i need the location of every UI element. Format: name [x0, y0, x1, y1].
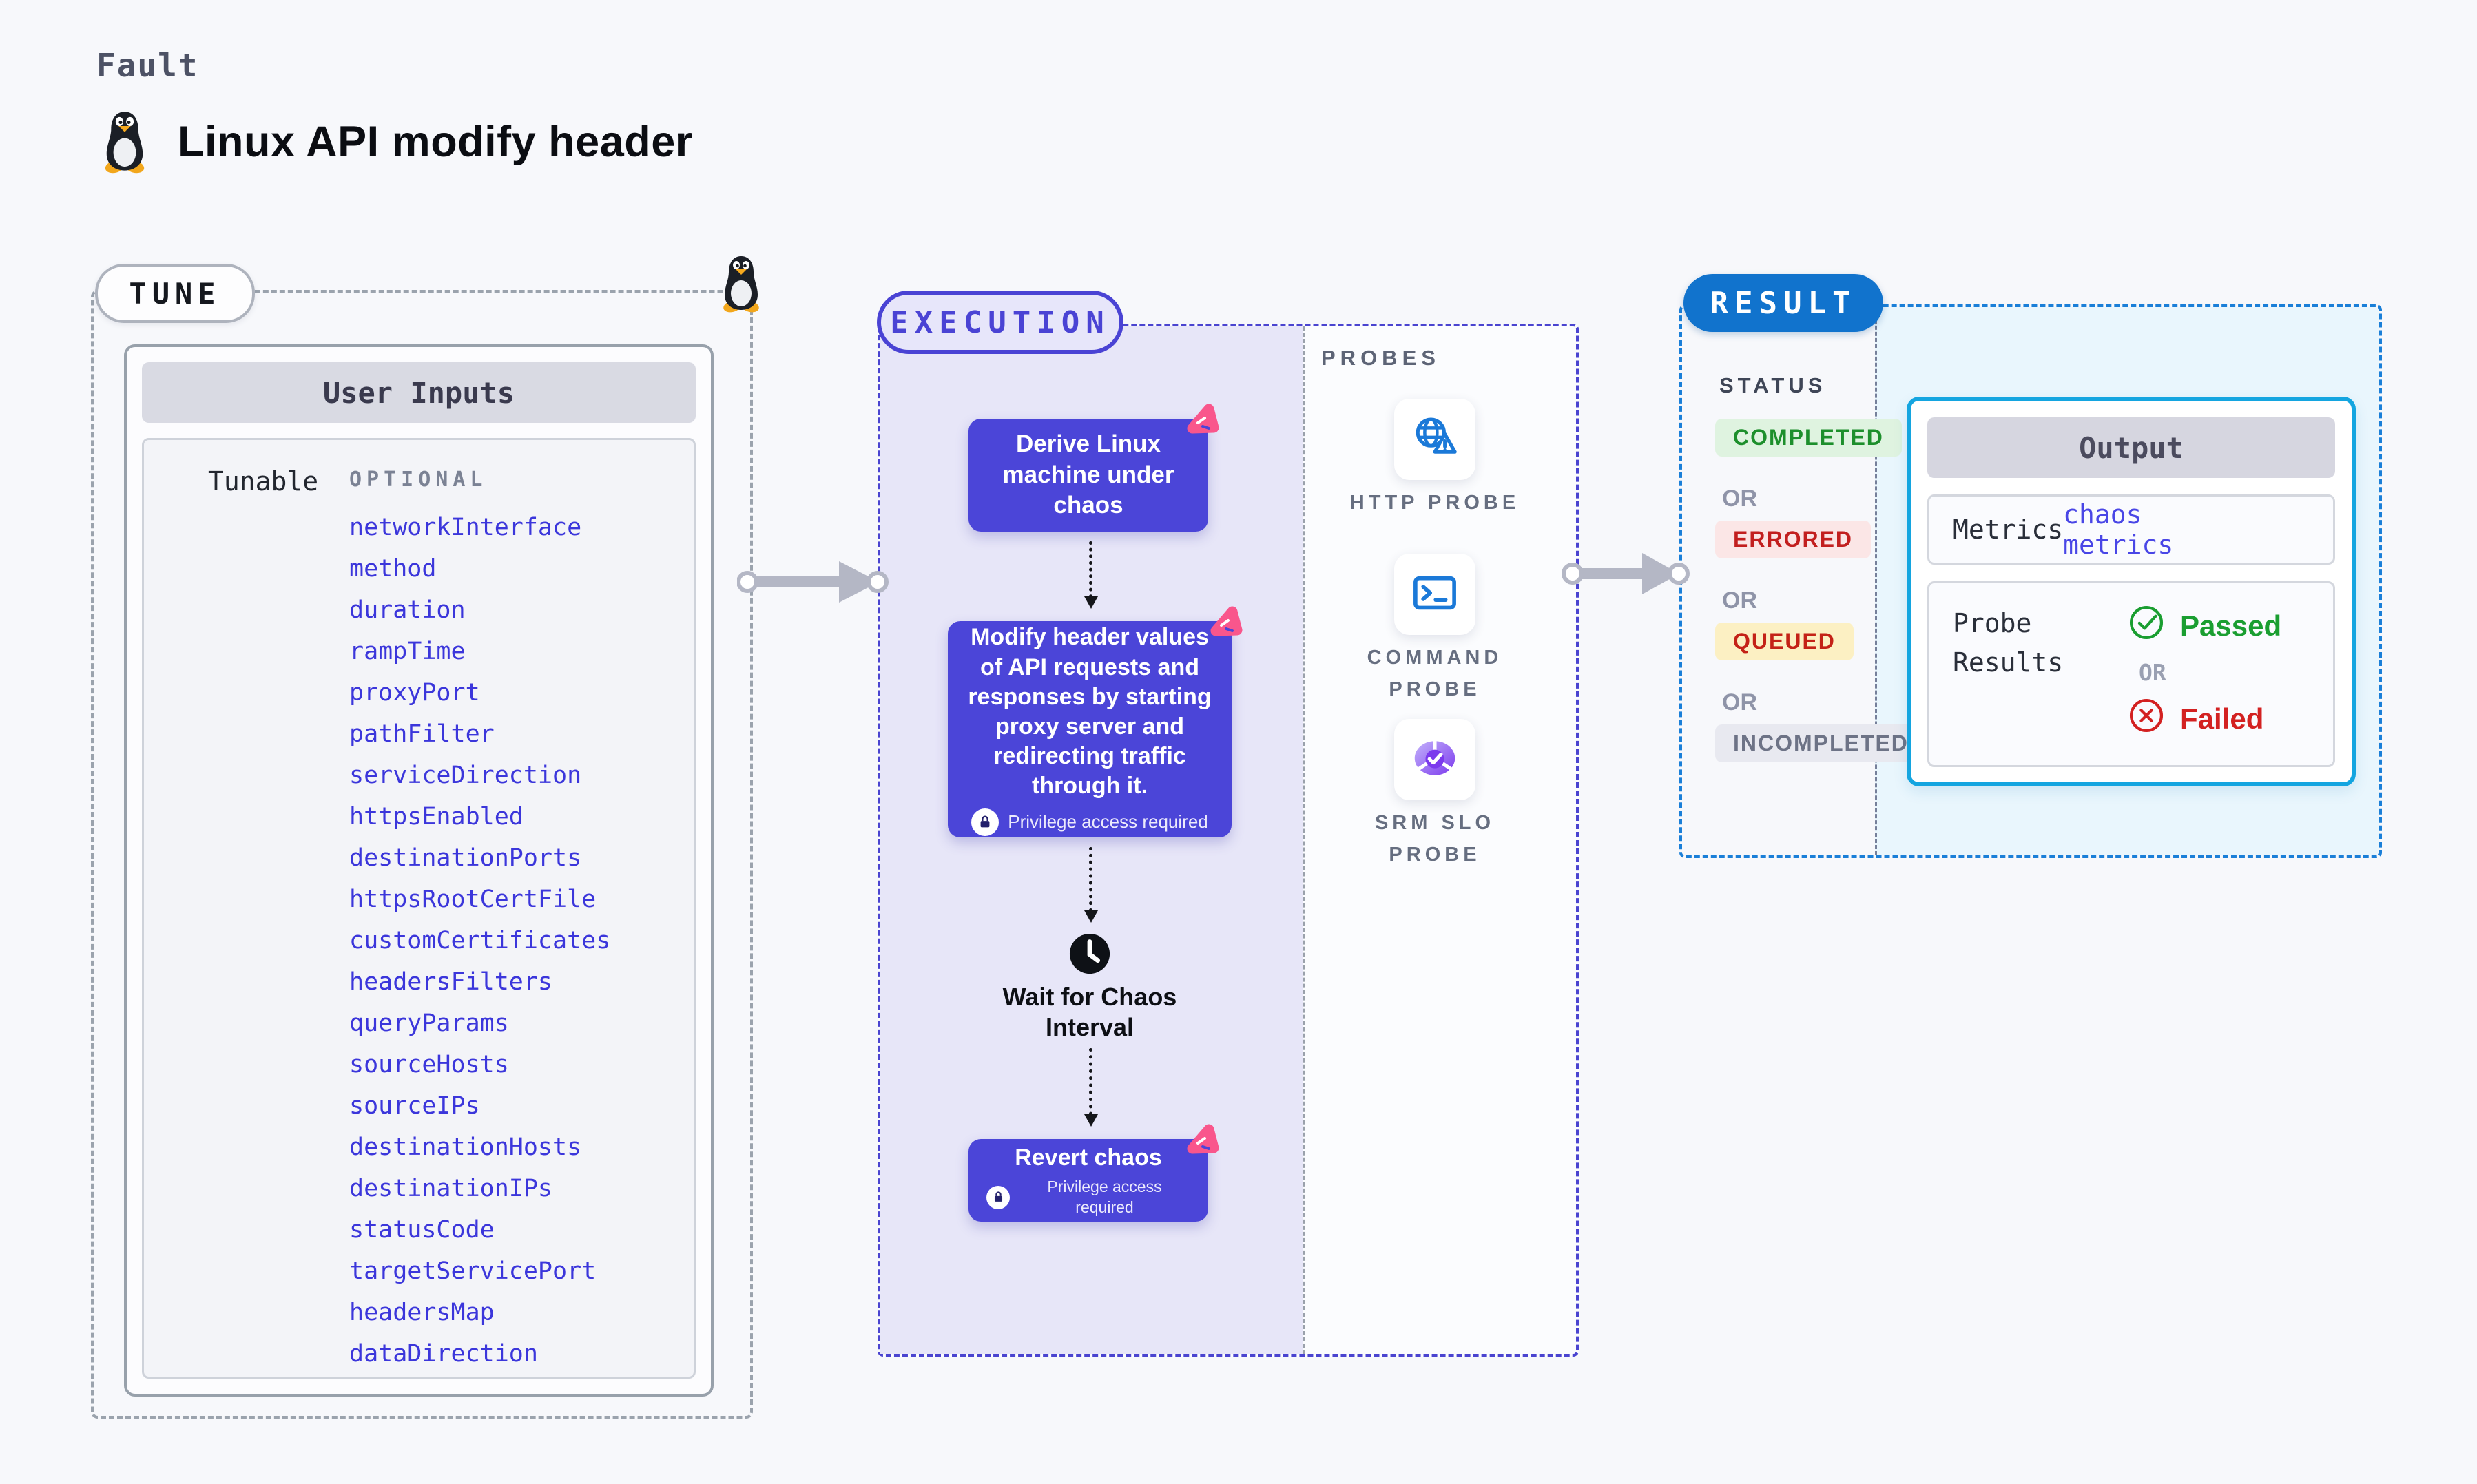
title-row: Linux API modify header	[101, 109, 693, 175]
step-derive-machine: Derive Linux machine under chaos	[968, 404, 1219, 532]
lock-icon	[971, 808, 999, 836]
result-section: STATUS COMPLETED OR ERRORED OR QUEUED OR…	[1679, 304, 2382, 858]
chaos-icon	[1204, 602, 1250, 646]
status-list: COMPLETED OR ERRORED OR QUEUED OR INCOMP…	[1715, 419, 1927, 762]
user-inputs-card: User Inputs Tunable OPTIONAL networkInte…	[124, 344, 714, 1397]
tunable-param: networkInterface	[349, 514, 582, 541]
tunable-param: dataDirection	[349, 1340, 538, 1368]
http-probe-card	[1394, 399, 1475, 480]
fault-kicker: Fault	[96, 47, 199, 84]
tunable-param: destinationHosts	[349, 1133, 582, 1161]
lock-icon	[986, 1185, 1010, 1209]
tunable-param: httpsRootCertFile	[349, 886, 597, 913]
probes-label: PROBES	[1321, 346, 1440, 370]
result-badge: RESULT	[1683, 274, 1883, 332]
output-card: Output Metrics chaos metrics Probe Resul…	[1907, 397, 2356, 786]
tunable-param: queryParams	[349, 1010, 509, 1037]
tunable-param: method	[349, 555, 437, 583]
srm-slo-probe-card	[1394, 719, 1475, 800]
privilege-note-text: Privilege access required	[1008, 811, 1208, 832]
probe-result-failed: Failed	[2128, 697, 2281, 741]
execution-badge: EXECUTION	[877, 291, 1123, 354]
globe-warning-icon	[1410, 413, 1460, 466]
page-title: Linux API modify header	[178, 118, 693, 166]
optional-column-label: OPTIONAL	[349, 468, 488, 492]
srm-slo-probe-label: SRM SLO PROBE	[1374, 812, 1495, 866]
flow-arrow-icon	[1084, 1048, 1098, 1127]
execution-to-result-arrow-icon	[1562, 550, 1690, 598]
tunable-param: destinationPorts	[349, 844, 582, 872]
tunable-param: httpsEnabled	[349, 803, 524, 830]
tunable-param: proxyPort	[349, 679, 480, 707]
tune-to-execution-arrow-icon	[737, 558, 890, 606]
tunable-param: headersFilters	[349, 968, 553, 996]
probes-divider	[1303, 326, 1305, 1354]
check-circle-icon	[2128, 604, 2165, 648]
execution-section: PROBES Derive Linux machine under chaos	[878, 324, 1579, 1357]
http-probe-label: HTTP PROBE	[1349, 492, 1520, 514]
step-revert-text: Revert chaos	[1015, 1145, 1162, 1171]
privilege-note-text: Privilege access required	[1047, 1178, 1162, 1216]
step-revert-chaos: Revert chaos Privilege access required	[968, 1124, 1219, 1222]
tunable-param: statusCode	[349, 1216, 495, 1244]
user-inputs-body: Tunable OPTIONAL networkInterface method…	[142, 438, 696, 1379]
tunable-param-column: OPTIONAL networkInterface method duratio…	[349, 463, 687, 1377]
status-badge-incompleted: INCOMPLETED	[1715, 724, 1927, 762]
x-circle-icon	[2128, 697, 2165, 741]
status-badge-errored: ERRORED	[1715, 521, 1872, 558]
probe-results-label: Probe Results	[1953, 608, 2064, 678]
tunable-param: pathFilter	[349, 720, 495, 748]
tune-section	[91, 290, 753, 1419]
command-probe-card	[1394, 554, 1475, 635]
status-badge-completed: COMPLETED	[1715, 419, 1902, 457]
tunable-param: headersMap	[349, 1299, 495, 1326]
metrics-row: Metrics chaos metrics	[1927, 494, 2335, 565]
chaos-icon	[1181, 399, 1226, 443]
or-separator: OR	[1722, 689, 1757, 715]
tunable-param: targetServicePort	[349, 1257, 597, 1285]
command-probe-label: COMMAND PROBE	[1367, 647, 1503, 701]
flow-arrow-icon	[1084, 847, 1098, 923]
tunable-param: sourceHosts	[349, 1051, 509, 1078]
linux-tux-icon	[101, 109, 149, 175]
probe-results-values: Passed OR Failed	[2128, 604, 2281, 744]
slo-donut-icon	[1410, 733, 1460, 786]
tunable-param: sourceIPs	[349, 1092, 480, 1120]
probe-results-row: Probe Results Passed OR	[1927, 581, 2335, 767]
clock-icon	[1068, 932, 1111, 975]
passed-label: Passed	[2180, 609, 2282, 642]
tunable-param: rampTime	[349, 638, 466, 665]
tunable-param: duration	[349, 596, 466, 624]
status-label: STATUS	[1719, 373, 1827, 397]
tune-badge: TUNE	[95, 264, 255, 323]
tunable-row-label: Tunable	[208, 466, 319, 497]
step-derive-text: Derive Linux machine under chaos	[1002, 430, 1174, 519]
tunable-param: serviceDirection	[349, 762, 582, 789]
user-inputs-title: User Inputs	[142, 362, 696, 423]
or-separator: OR	[1722, 485, 1757, 512]
metrics-label: Metrics	[1953, 514, 2064, 545]
failed-label: Failed	[2180, 702, 2264, 735]
privilege-note: Privilege access required	[986, 1177, 1190, 1217]
step-wait-text: Wait for Chaos Interval	[1002, 983, 1177, 1041]
tunable-param: destinationIPs	[349, 1175, 553, 1202]
metrics-value-link[interactable]: chaos metrics	[2063, 499, 2174, 560]
step-modify-header: Modify header values of API requests and…	[948, 606, 1243, 837]
or-separator: OR	[1722, 587, 1757, 614]
terminal-icon	[1410, 568, 1460, 621]
output-title: Output	[1927, 417, 2335, 478]
status-badge-queued: QUEUED	[1715, 623, 1854, 660]
privilege-note: Privilege access required	[971, 808, 1208, 836]
probe-result-passed: Passed	[2128, 604, 2281, 648]
linux-tux-icon	[719, 253, 763, 314]
chaos-icon	[1181, 1120, 1226, 1164]
step-modify-text: Modify header values of API requests and…	[968, 624, 1212, 800]
flow-arrow-icon	[1084, 541, 1098, 609]
tunable-param: customCertificates	[349, 927, 611, 954]
or-separator: OR	[2139, 659, 2166, 686]
